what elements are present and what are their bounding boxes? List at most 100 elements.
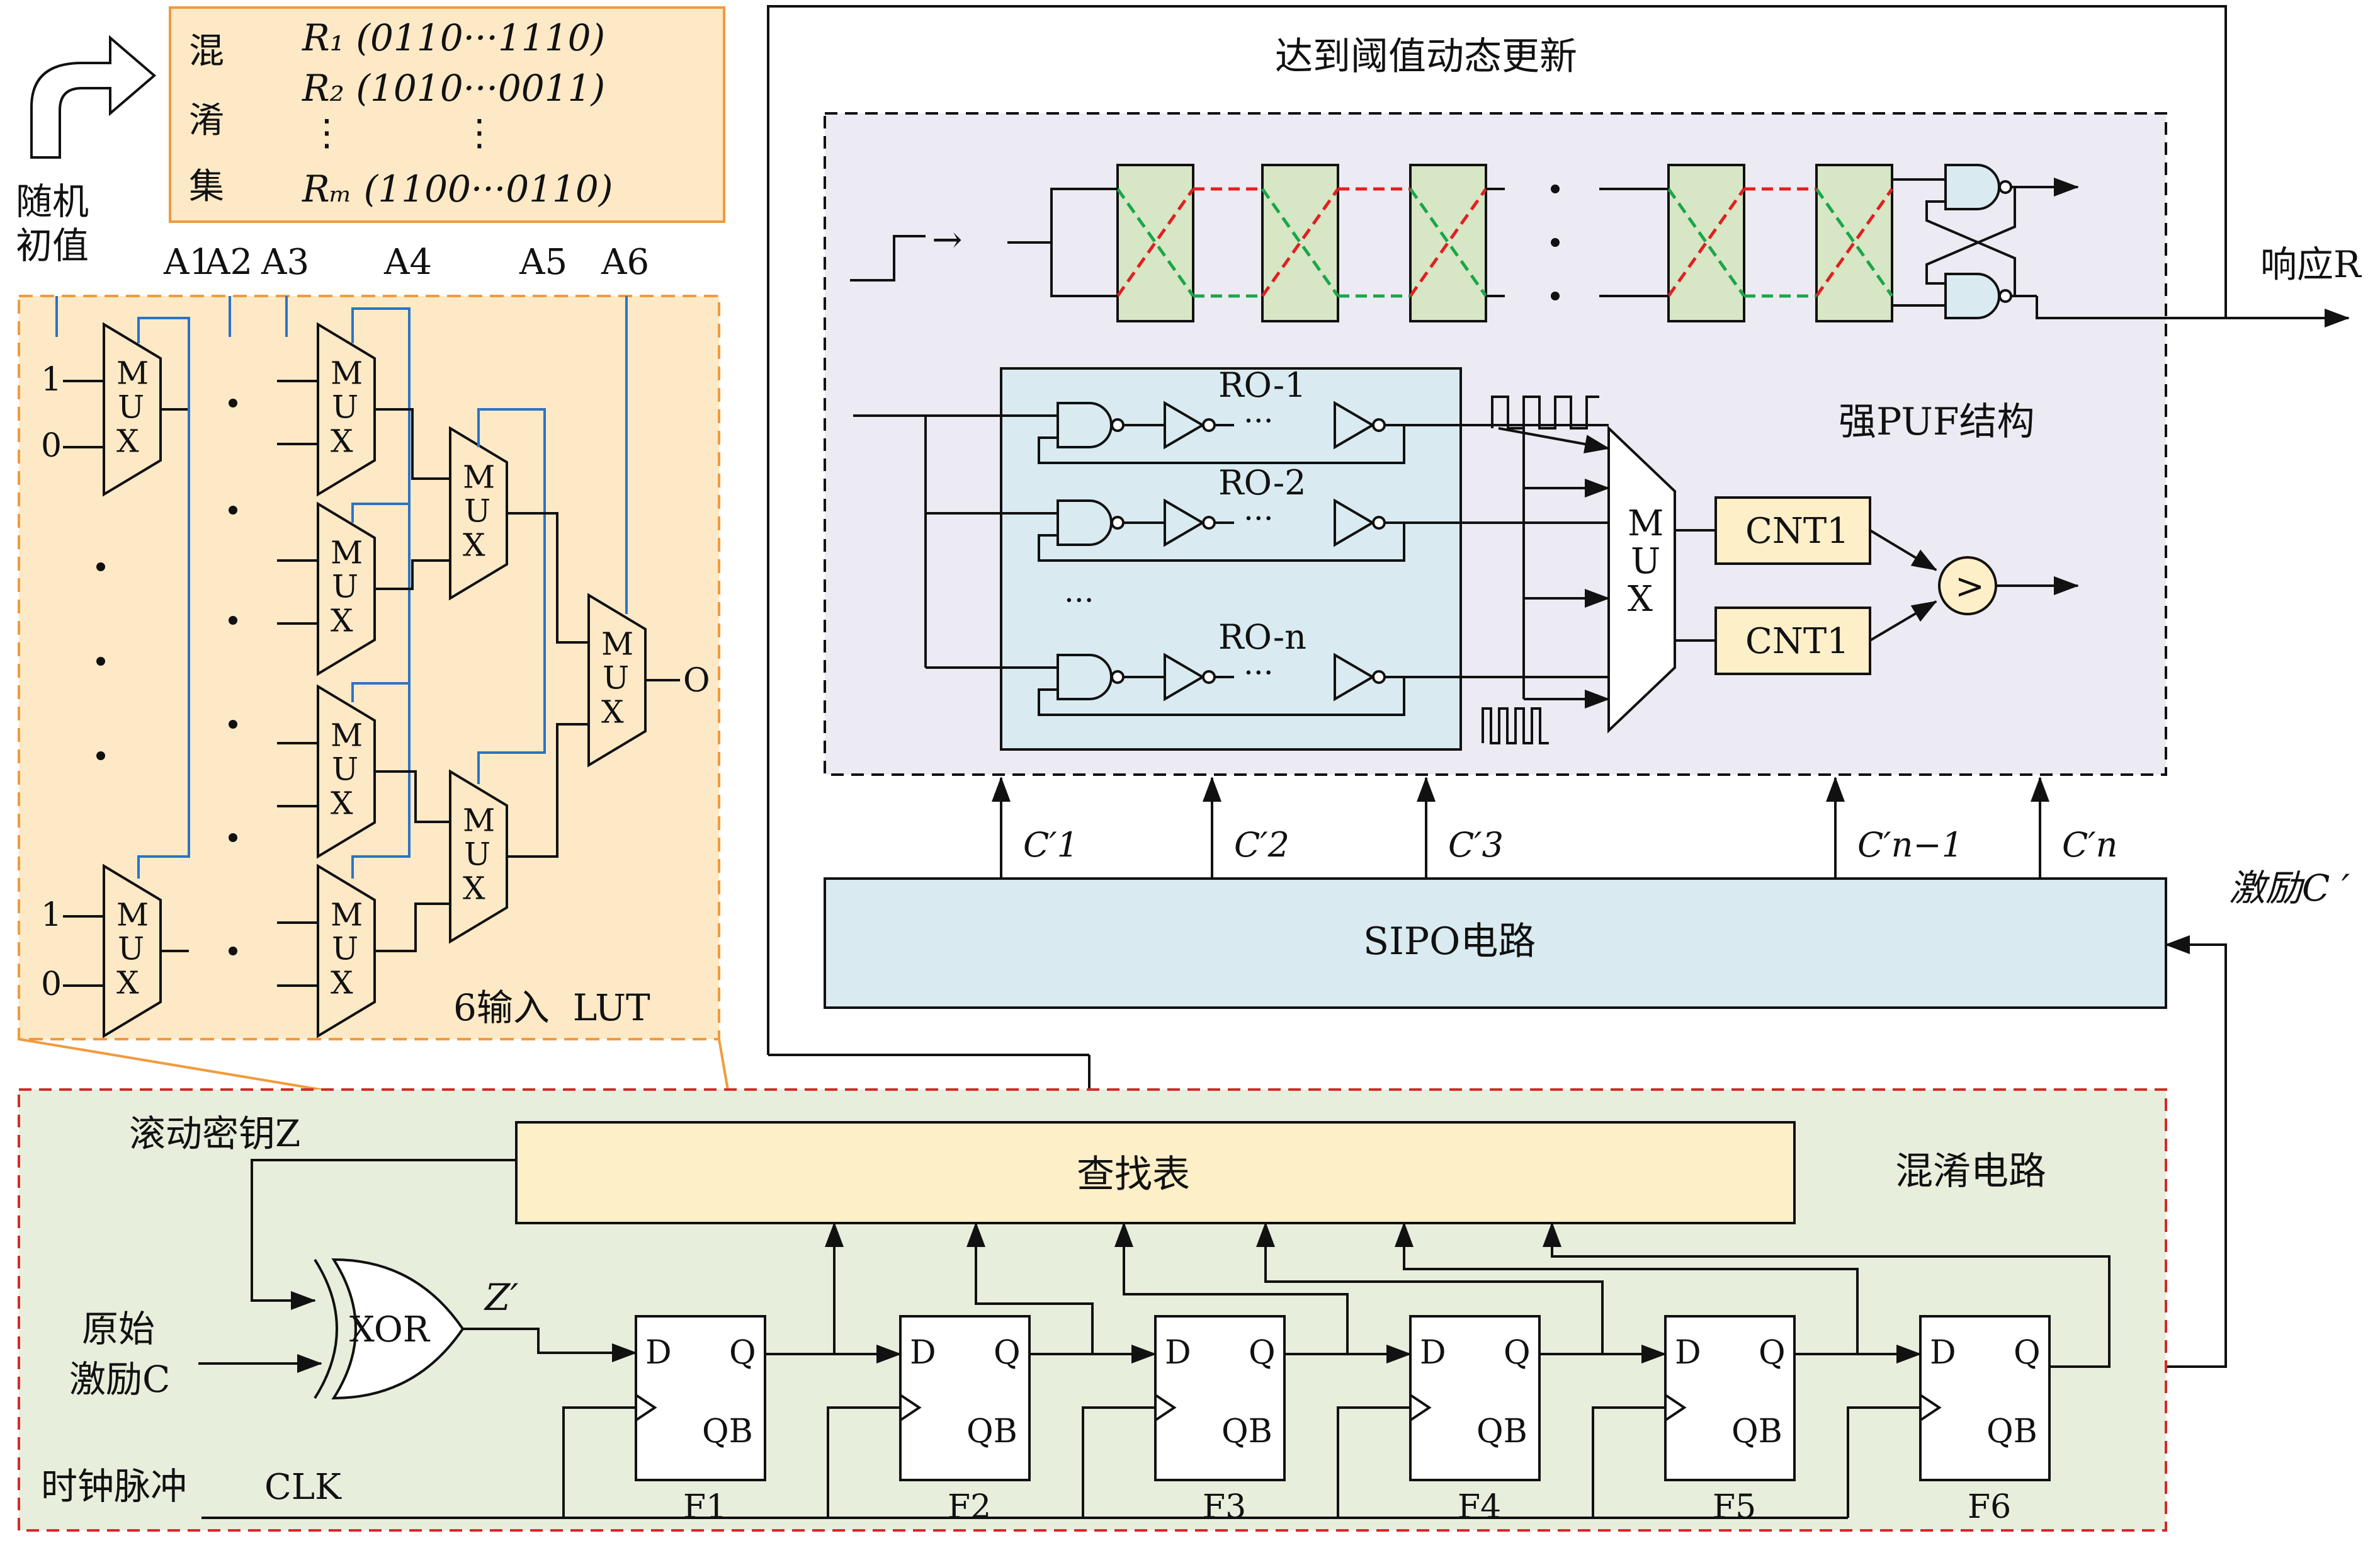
strong-puf-label: 强PUF结构 bbox=[1839, 400, 2035, 444]
set-label-ji: 集 bbox=[189, 166, 224, 207]
lut-mux-1-x: X bbox=[116, 423, 139, 460]
switch-cell-5 bbox=[1815, 164, 1893, 322]
cross-wire-green bbox=[1815, 188, 1894, 297]
const-one-bottom: 1 bbox=[41, 896, 62, 934]
lut-mux-l2-2-u: U bbox=[332, 569, 358, 605]
ro-inverter-bubble bbox=[1372, 670, 1386, 684]
z-prime-label: Z′ bbox=[484, 1276, 518, 1319]
ellipsis-dot bbox=[1551, 185, 1560, 193]
cross-wire-red bbox=[1667, 188, 1746, 297]
flipflop-4 bbox=[1409, 1315, 1541, 1481]
ro-ellipsis: ··· bbox=[1244, 402, 1274, 439]
const-zero-top: 0 bbox=[41, 427, 62, 465]
rolling-key-label: 滚动密钥Z bbox=[129, 1112, 300, 1155]
cross-wire-green bbox=[1261, 188, 1340, 297]
tap-wire bbox=[966, 1222, 1094, 1354]
lut-input-a5: A5 bbox=[519, 242, 567, 283]
ellipsis-dot bbox=[229, 506, 237, 515]
ff-pin-qb: QB bbox=[1731, 1413, 1782, 1450]
ff-pin-d: D bbox=[1930, 1334, 1956, 1372]
ff-pin-qb: QB bbox=[702, 1413, 753, 1450]
switch-cell-2 bbox=[1261, 164, 1339, 322]
ff-pin-qb: QB bbox=[1476, 1413, 1527, 1450]
xor-gate bbox=[331, 1258, 465, 1400]
switch-cell-1 bbox=[1116, 164, 1194, 322]
ro-inverter-bubble bbox=[1372, 418, 1386, 432]
set-row-m: Rₘ (1100···0110) bbox=[302, 168, 613, 210]
lookup-table bbox=[515, 1121, 1796, 1224]
lut-mux-l3-1 bbox=[449, 426, 508, 601]
ro-mux-u: U bbox=[1631, 541, 1660, 582]
clock-label: 时钟脉冲 bbox=[41, 1465, 187, 1508]
lut-input-a4: A4 bbox=[383, 242, 432, 283]
ff-pin-qb: QB bbox=[1986, 1413, 2037, 1450]
lut-mux-1 bbox=[103, 322, 162, 497]
ellipsis-dot bbox=[96, 562, 105, 571]
ellipsis-dot bbox=[96, 657, 105, 666]
obfuscation-set-panel bbox=[169, 6, 725, 223]
latch-nand-top bbox=[1944, 164, 2000, 210]
clock-input-icon bbox=[635, 1394, 657, 1421]
tap-wire bbox=[1395, 1222, 1859, 1354]
flipflop-1 bbox=[635, 1315, 766, 1481]
lut-mux-bottom-m: M bbox=[116, 897, 149, 933]
challenge-bit-1: C′1 bbox=[1023, 825, 1079, 865]
ellipsis-dot bbox=[229, 720, 237, 729]
response-label: 响应R bbox=[2260, 243, 2362, 286]
clk-label: CLK bbox=[264, 1467, 342, 1508]
lut-mux-bottom-x: X bbox=[116, 965, 139, 1001]
ro-ellipsis: ··· bbox=[1244, 654, 1274, 691]
ff-label-5: F5 bbox=[1713, 1488, 1756, 1526]
ellipsis-dot bbox=[96, 751, 105, 760]
clock-input-icon bbox=[899, 1394, 922, 1421]
switch-cell-4 bbox=[1667, 164, 1745, 322]
sipo-label: SIPO电路 bbox=[1363, 920, 1536, 964]
challenge-bit-4: C′n−1 bbox=[1857, 825, 1963, 865]
lut-mux-l2-2-x: X bbox=[331, 603, 353, 639]
ff-label-4: F4 bbox=[1458, 1488, 1501, 1526]
lut-mux-1-m: M bbox=[116, 355, 149, 392]
ellipsis-dot bbox=[1551, 292, 1560, 300]
sipo-circuit bbox=[824, 877, 2167, 1009]
ff-pin-q: Q bbox=[2014, 1334, 2041, 1372]
ro-ellipsis: ··· bbox=[1244, 500, 1274, 537]
const-zero-bottom: 0 bbox=[41, 965, 62, 1003]
ro-inverter bbox=[1334, 401, 1375, 450]
set-row-dots: ⋮ ⋮ bbox=[309, 111, 497, 154]
clock-input-icon bbox=[1664, 1394, 1687, 1421]
wire bbox=[1050, 188, 1083, 297]
counter-1-label: CNT1 bbox=[1745, 511, 1849, 552]
ro-feedback bbox=[1038, 425, 1405, 464]
ellipsis-dot bbox=[229, 833, 237, 842]
select-branch bbox=[351, 503, 409, 523]
lut-input-a2: A2 bbox=[204, 242, 252, 283]
ro-inverter-bubble bbox=[1202, 670, 1216, 684]
clock-wire bbox=[562, 1406, 636, 1518]
lut-output-o: O bbox=[683, 662, 710, 700]
ff-pin-q: Q bbox=[1504, 1334, 1531, 1372]
clock-wire bbox=[1337, 1406, 1410, 1518]
ff-pin-q: Q bbox=[994, 1334, 1021, 1372]
xor-label: XOR bbox=[349, 1309, 431, 1350]
ro-inverter bbox=[1334, 498, 1375, 547]
clock-input-icon bbox=[1154, 1394, 1177, 1421]
wire bbox=[375, 770, 450, 823]
wire bbox=[375, 559, 450, 590]
set-label-xiao: 淆 bbox=[189, 100, 224, 141]
dynamic-update-label: 达到阈值动态更新 bbox=[1275, 35, 1577, 79]
ff-pin-d: D bbox=[1420, 1334, 1446, 1372]
ff-pin-q: Q bbox=[729, 1334, 756, 1372]
lut-mux-l2-4-m: M bbox=[331, 897, 363, 933]
wire bbox=[1925, 187, 2016, 285]
arrow-right-icon: → bbox=[932, 218, 963, 261]
ff-pin-d: D bbox=[1675, 1334, 1701, 1372]
lut-mux-l3-2-u: U bbox=[464, 836, 490, 873]
cross-wire-red bbox=[1408, 188, 1488, 297]
latch-nand-bottom bbox=[1944, 273, 2000, 319]
wire bbox=[507, 723, 589, 858]
original-label-1: 原始 bbox=[82, 1307, 155, 1350]
lut-mux-l2-1 bbox=[317, 322, 376, 497]
